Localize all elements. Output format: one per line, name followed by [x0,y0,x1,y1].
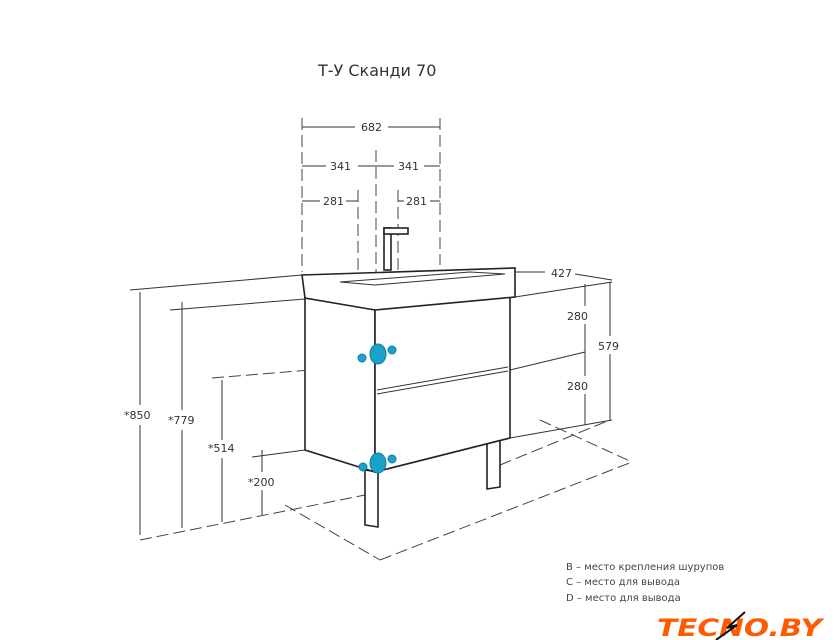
dim-341-left: 341 [330,160,351,173]
dim-427: 427 [551,267,572,280]
dim-514: *514 [208,442,235,455]
svg-text:TECNO.BY: TECNO.BY [657,614,825,640]
drawing-title: Т-У Сканди 70 [317,61,436,80]
outlet-d-icon [369,452,387,474]
dim-280-lower: 280 [567,380,588,393]
outlet-c-icon [369,343,387,365]
dim-341-right: 341 [398,160,419,173]
legend-b: В – место крепления шурупов [566,562,724,573]
dim-280-upper: 280 [567,310,588,323]
dim-579: 579 [598,340,619,353]
dim-682: 682 [361,121,382,134]
dim-779: *779 [168,414,195,427]
connection-points [357,343,397,474]
mount-b-icon [357,353,367,363]
dim-281-left: 281 [323,195,344,208]
legend-c: С – место для вывода [566,577,680,588]
legend-d: D – место для вывода [566,593,681,604]
dim-281-right: 281 [406,195,427,208]
height-dimension-lines [129,274,361,535]
depth-dimension-lines [509,271,613,439]
tecno-logo: TECNO.BY [650,608,834,640]
dim-200: *200 [248,476,275,489]
cabinet [301,227,516,528]
dim-850: *850 [124,409,151,422]
floor-outline [139,419,633,561]
